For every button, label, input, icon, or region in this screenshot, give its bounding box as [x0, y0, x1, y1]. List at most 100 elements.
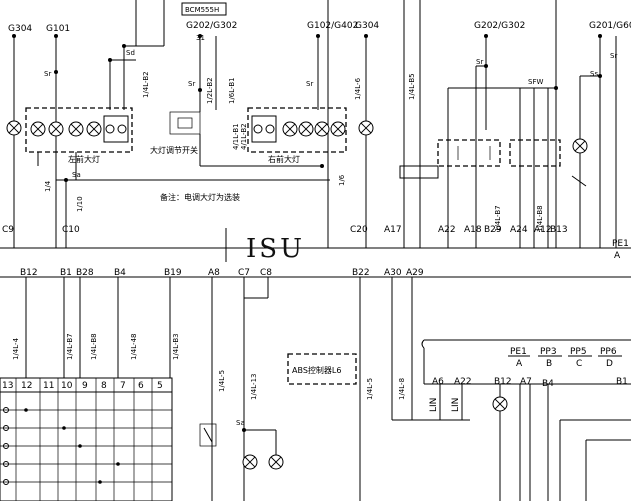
grid-col-7: 7 [120, 381, 126, 391]
wire-code: 1/4L-B8 [90, 333, 98, 360]
grid-col-9: 9 [82, 381, 88, 391]
tab-pe1: PE1 [510, 347, 527, 357]
pe1-bottom: A [614, 251, 621, 261]
relay-box-1 [437, 139, 501, 167]
ground-g102-g402: G102/G402 [307, 21, 358, 31]
right-bottom-rails [499, 384, 631, 501]
right-headlamp-bulbs [282, 121, 346, 137]
right-headlamp-label: 右前大灯 [268, 154, 300, 164]
pin-a7: A7 [520, 377, 532, 387]
junction-sa-bottom-1: Sa [236, 419, 245, 427]
lin-label-1: LIN [429, 398, 439, 412]
pin-b29: B29 [484, 225, 502, 235]
wire-code: 1/4L-B5 [408, 73, 416, 100]
pin-a12: A12 [534, 225, 552, 235]
pin-b12: B12 [20, 268, 38, 278]
abs-box [287, 353, 357, 385]
wire-code: 1/4L-4 [12, 337, 20, 360]
junction-labels: 31 Sd Sr Sr Sr Sr Sr Ss Sa SFW [44, 34, 617, 179]
bulb-icon [358, 120, 374, 136]
tab-pp6: PP6 [600, 347, 617, 357]
wire-code: 1/4L-B8 [536, 205, 544, 232]
pin-c10: C10 [62, 225, 80, 235]
wire-code: 1/10 [76, 196, 84, 212]
junction-ss: Ss [590, 70, 598, 78]
wire-code: 1/4L-B7 [66, 333, 74, 360]
lin-lines: LIN LIN [391, 340, 470, 421]
right-motor [251, 115, 277, 143]
junction-sr-5: Sr [610, 52, 617, 60]
grid-col-5: 5 [157, 381, 163, 391]
pin-c7: C7 [238, 268, 250, 278]
pin-c9: C9 [2, 225, 14, 235]
pin-b22: B22 [352, 268, 370, 278]
switch-label: 大灯调节开关 [150, 145, 198, 155]
left-headlamp-bulbs [30, 121, 102, 137]
wire-code: 4/1L-B1 [232, 123, 240, 150]
ground-g304-right: G304 [355, 21, 379, 31]
right-lamp [572, 138, 588, 154]
pin-b12-bottom: B12 [494, 377, 512, 387]
top-rails [13, 0, 617, 248]
pin-b28: B28 [76, 268, 94, 278]
pin-b1-bottom: B1 [616, 377, 628, 387]
pin-b1: B1 [60, 268, 72, 278]
junction-sr-2: Sr [188, 80, 195, 88]
wire-code: 1/4L-5 [218, 370, 226, 392]
tab-pp3: PP3 [540, 347, 557, 357]
right-connector: A6 A22 B12 A7 B1 B4 [421, 339, 631, 389]
wire-code: 1/4L-B2 [142, 71, 150, 98]
switch-box [169, 111, 201, 135]
left-headlamp-label: 左前大灯 [68, 154, 100, 164]
wire-code: 1/6 [338, 174, 346, 186]
bulb-icon [314, 121, 330, 137]
lin-label-2: LIN [451, 398, 461, 412]
divider-pins: C9 C10 C20 A17 A22 A18 B29 A24 A12 B13 [2, 225, 568, 235]
tab-d: D [606, 359, 613, 369]
ground-g201-g601: G201/G601 [589, 21, 631, 31]
pin-c8: C8 [260, 268, 272, 278]
ground-g304-left: G304 [8, 24, 32, 34]
wire-code: 1/4L-B3 [172, 333, 180, 360]
tab-b: B [546, 359, 552, 369]
bulb-icon [492, 396, 508, 412]
junction-31: 31 [196, 34, 205, 42]
grid-col-6: 6 [138, 381, 144, 391]
pe1-top: PE1 [612, 239, 629, 249]
junction-sr-3: Sr [306, 80, 313, 88]
relay-box-2 [509, 139, 561, 167]
bulb-icon [86, 121, 102, 137]
pin-b4: B4 [114, 268, 126, 278]
pin-a29: A29 [406, 268, 424, 278]
bottom-lamps [242, 396, 508, 470]
bulb-icon [330, 121, 346, 137]
pin-a24: A24 [510, 225, 528, 235]
ground-g101: G101 [46, 24, 70, 34]
pin-a17: A17 [384, 225, 402, 235]
isu-label: ISU [246, 234, 305, 264]
bulb-icon [48, 121, 64, 137]
grid-col-11: 11 [43, 381, 54, 391]
bottom-wire-codes: 1/4L-4 1/4L-B7 1/4L-B8 1/4L-48 1/4L-B3 1… [12, 333, 406, 400]
left-motor [103, 115, 129, 143]
bottom-switch [199, 423, 217, 447]
wire-code: 1/4L-8 [398, 378, 406, 400]
ground-labels: G304 G101 G202/G302 G102/G402 G304 G202/… [8, 21, 631, 34]
bottom-connector-pins: B12 B1 B28 B4 B19 A8 C7 C8 B22 A30 A29 [20, 268, 424, 278]
pin-a30: A30 [384, 268, 402, 278]
bulb-icon [282, 121, 298, 137]
wire-code: 1/6L-B1 [228, 77, 236, 104]
wire-code: 4/1L-B2 [240, 123, 248, 150]
module-box [399, 165, 439, 179]
grid-col-8: 8 [101, 381, 107, 391]
tab-c: C [576, 359, 582, 369]
side-lamp-right [358, 120, 374, 136]
remark-text: 备注：电调大灯为选装 [160, 192, 240, 202]
side-lamp-left [6, 120, 22, 136]
bulb-icon [6, 120, 22, 136]
pin-a22: A22 [438, 225, 456, 235]
junction-sr-1: Sr [44, 70, 51, 78]
pin-a22-bottom: A22 [454, 377, 472, 387]
pin-a6: A6 [432, 377, 444, 387]
